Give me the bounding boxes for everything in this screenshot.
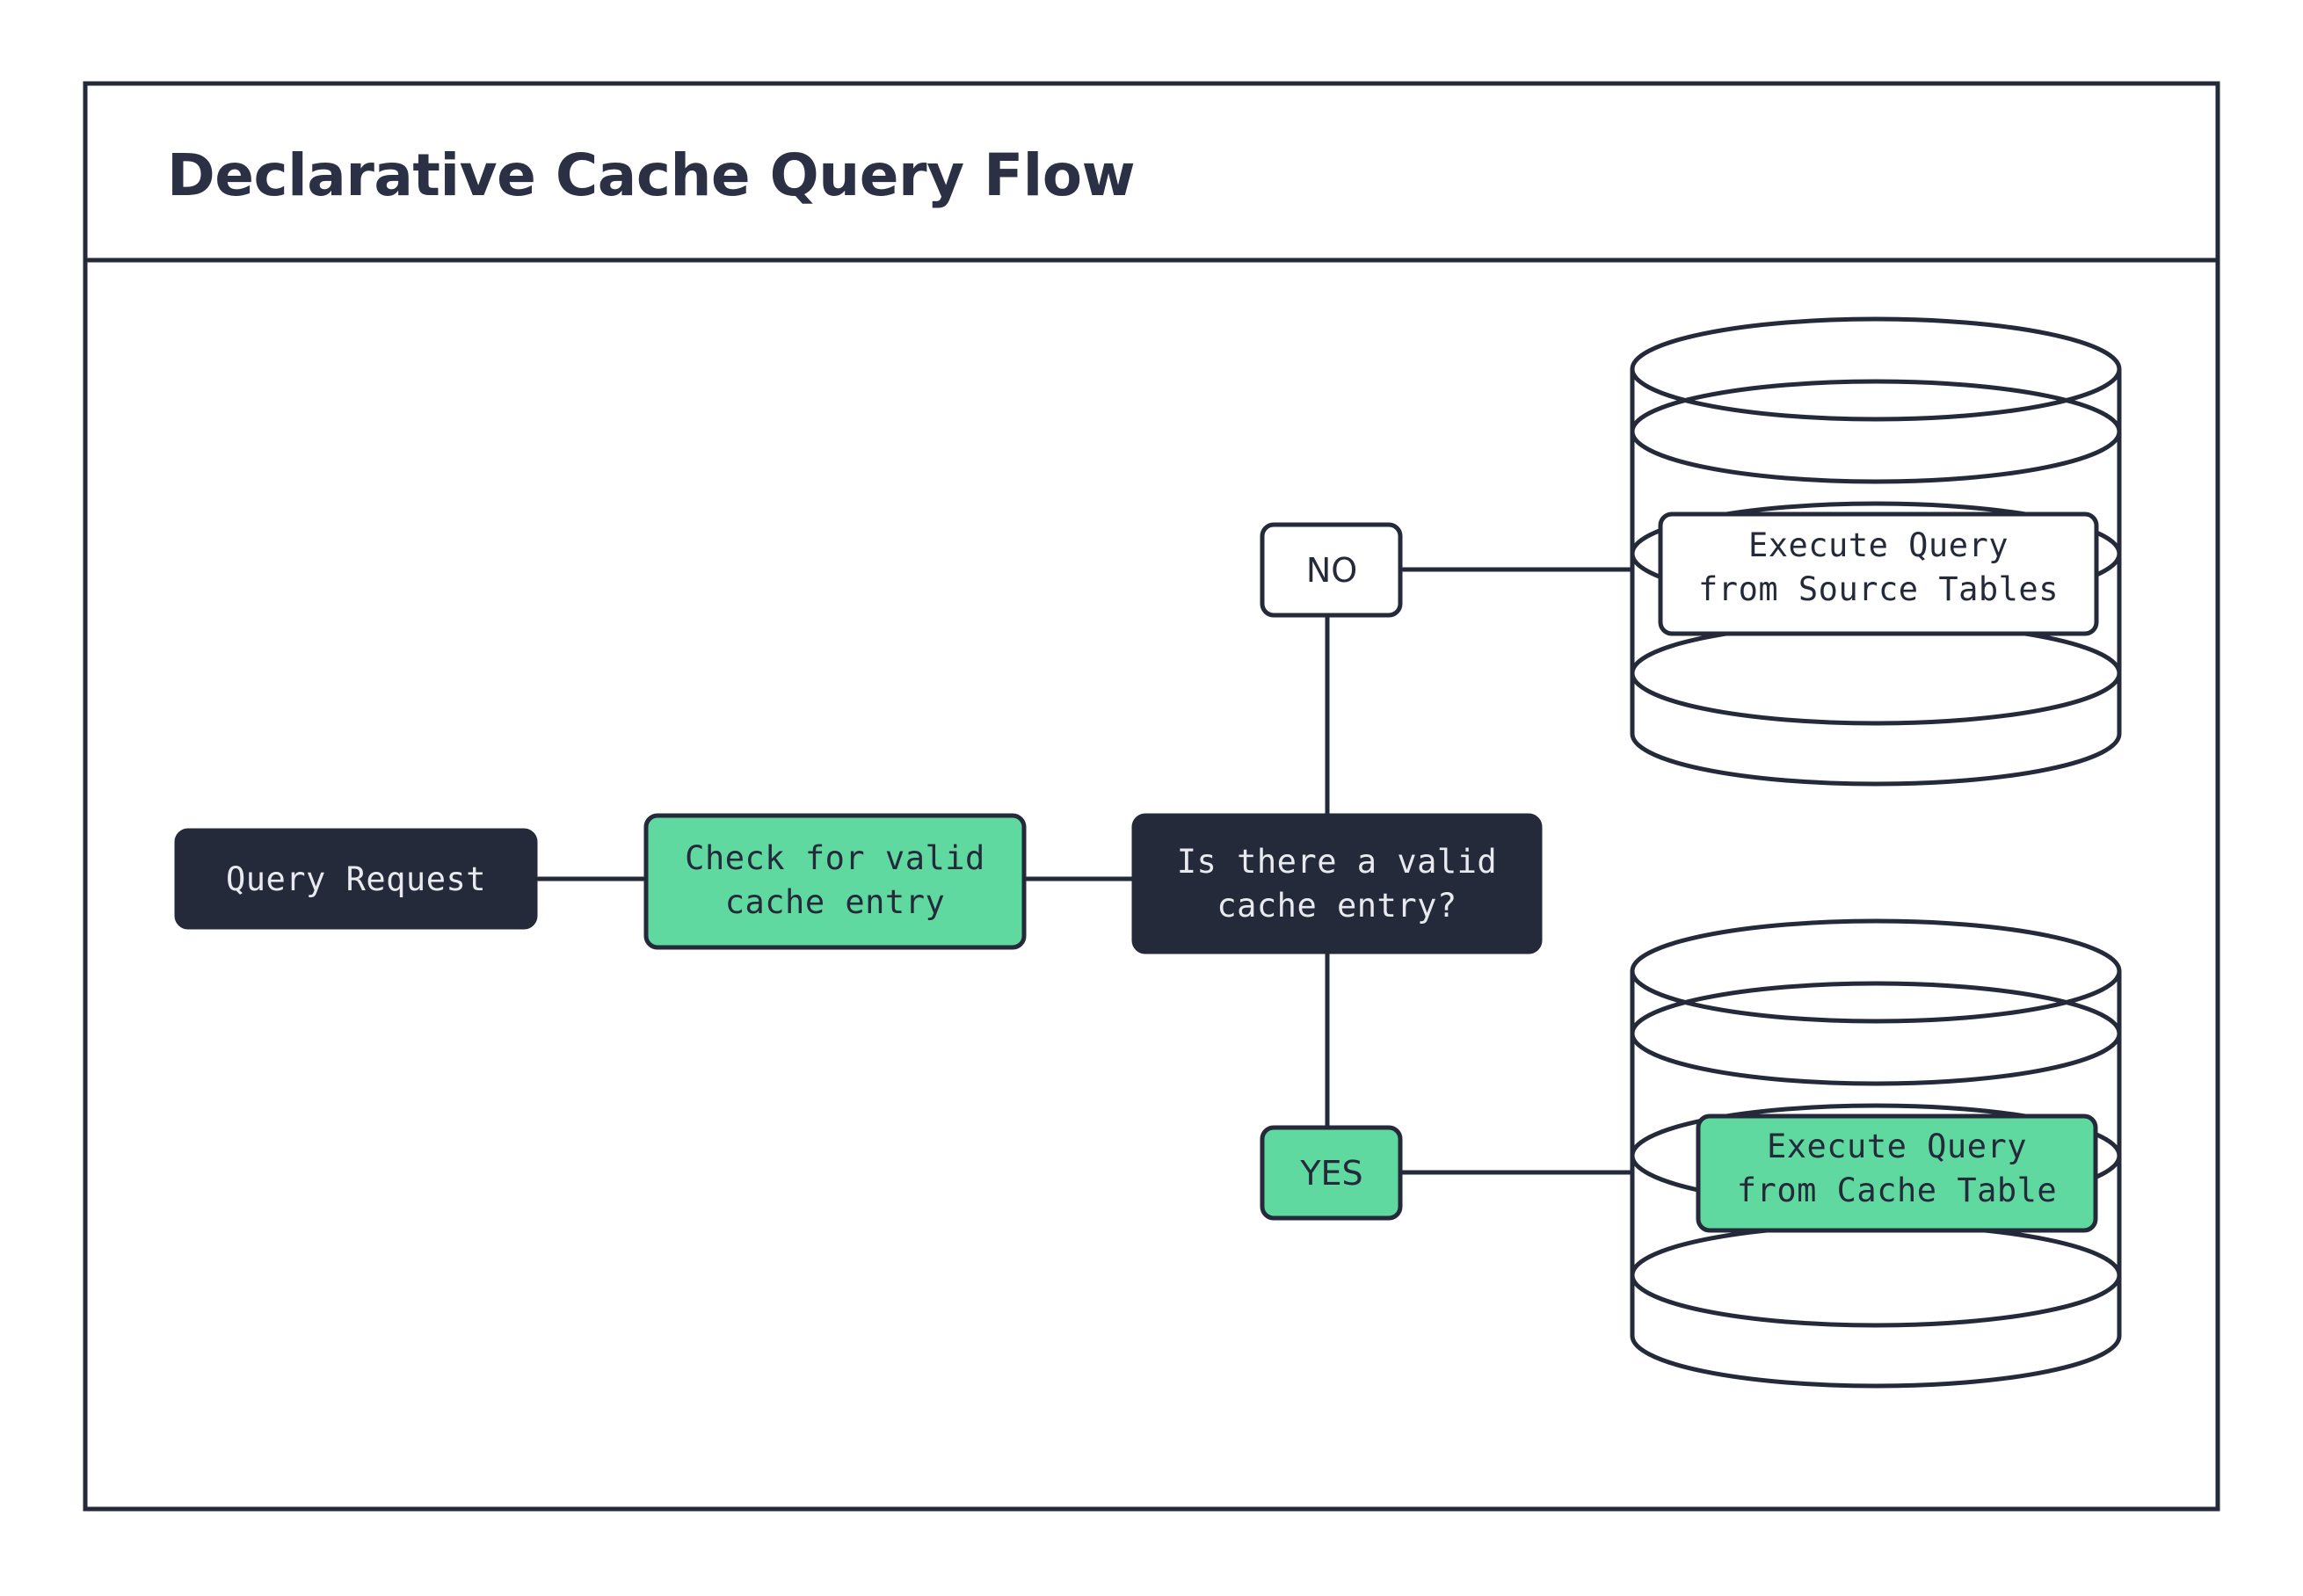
query-request-label: Query Request	[226, 860, 486, 898]
check-cache-line2: cache entry	[725, 883, 946, 921]
cache-table-line2: from Cache Table	[1737, 1172, 2057, 1209]
node-branch-yes[interactable]: YES	[1260, 1125, 1403, 1221]
branch-no-label: NO	[1306, 551, 1357, 590]
branch-yes-label: YES	[1299, 1154, 1362, 1193]
source-tables-line1: Execute Query	[1748, 526, 2009, 564]
node-branch-no[interactable]: NO	[1260, 522, 1403, 618]
node-check-cache[interactable]: Check for valid cache entry	[643, 813, 1027, 950]
diagram-frame	[83, 81, 2220, 1512]
node-query-request[interactable]: Query Request	[174, 828, 538, 930]
node-cache-table[interactable]: Execute Query from Cache Table	[1696, 1114, 2098, 1233]
node-source-tables[interactable]: Execute Query from Source Tables	[1658, 511, 2099, 636]
source-tables-line2: from Source Tables	[1698, 570, 2059, 608]
cache-table-line1: Execute Query	[1767, 1128, 2027, 1165]
decision-line2: cache entry?	[1217, 887, 1457, 925]
node-decision[interactable]: Is there a valid cache entry?	[1131, 813, 1543, 954]
check-cache-line1: Check for valid	[685, 839, 985, 877]
decision-line1: Is there a valid	[1177, 843, 1497, 881]
page-title: Declarative Cache Query Flow	[167, 141, 1135, 209]
